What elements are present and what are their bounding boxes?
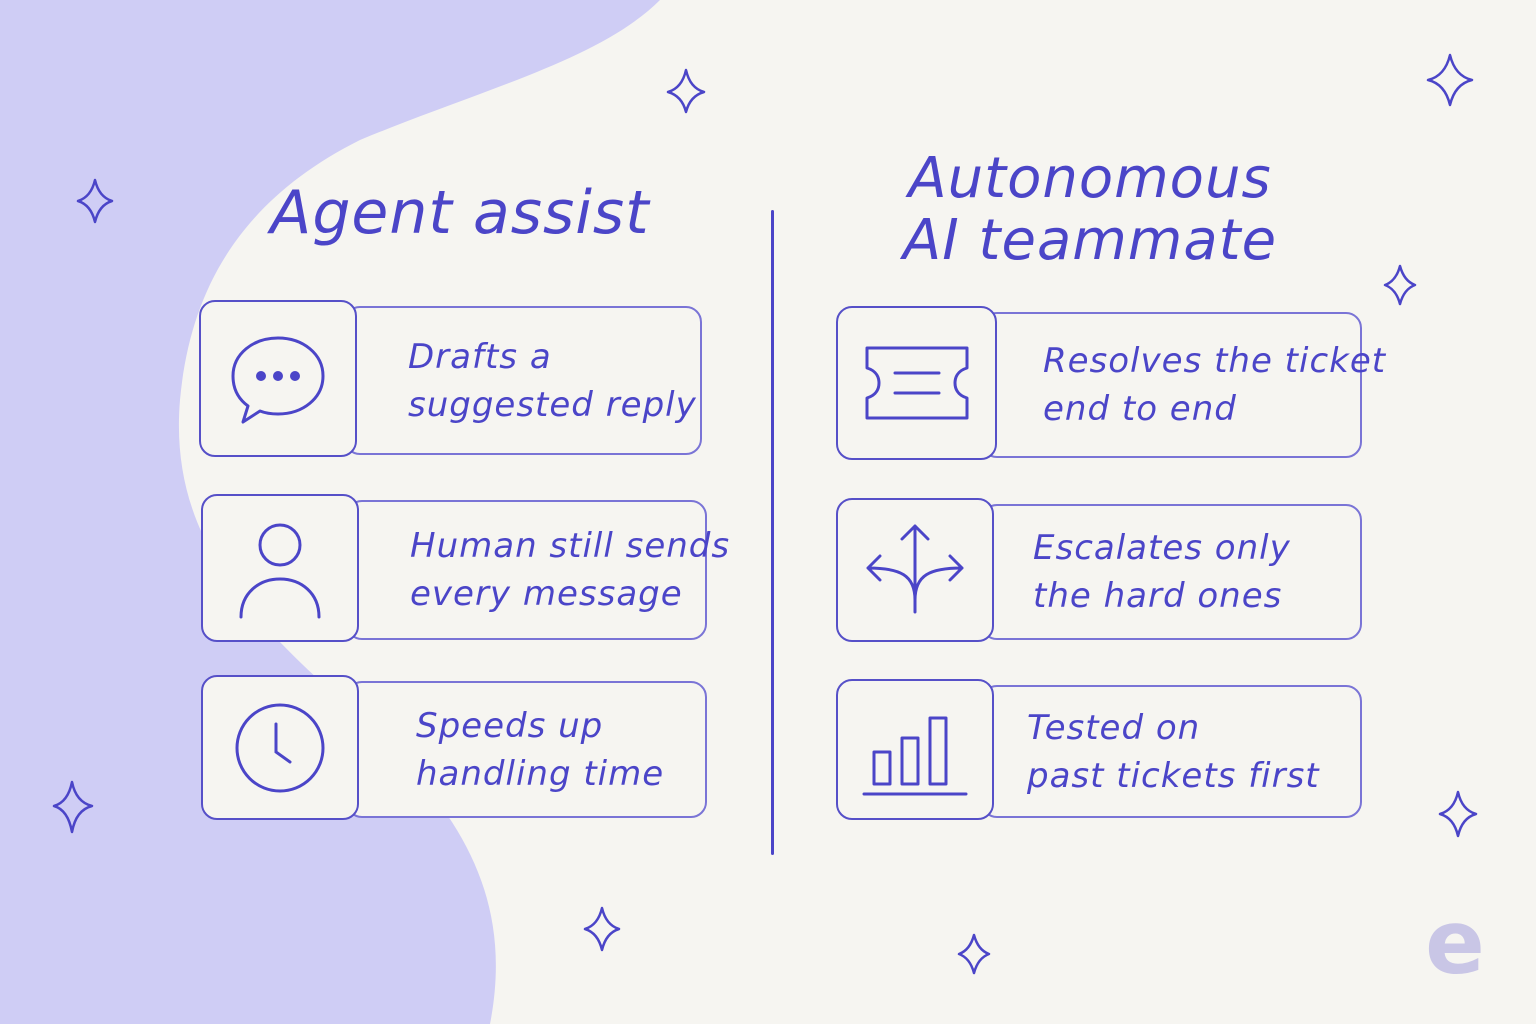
card-text-line: Escalates only — [1033, 528, 1291, 568]
card-icon-box — [836, 679, 994, 820]
sparkle-icon — [76, 178, 114, 224]
card-resolves-ticket: Resolves the ticket end to end — [836, 306, 1387, 460]
logo-e-icon: e — [1425, 891, 1485, 994]
card-text-line: Resolves the ticket — [1043, 341, 1387, 381]
card-text-line: Human still sends — [410, 526, 731, 566]
sparkle-icon — [957, 933, 991, 975]
sparkle-icon — [666, 68, 706, 114]
sparkle-icon — [1383, 264, 1417, 306]
sparkle-icon — [1438, 790, 1478, 838]
card-human-sends: Human still sends every message — [201, 494, 731, 642]
card-escalates: Escalates only the hard ones — [836, 498, 1362, 642]
card-text-line: suggested reply — [408, 384, 697, 425]
person-icon — [239, 523, 321, 619]
column-divider — [771, 210, 774, 855]
sparkle-icon — [1426, 53, 1474, 107]
purple-blob — [0, 0, 660, 1024]
card-tested-on: Tested on past tickets first — [836, 679, 1362, 820]
card-speeds-up: Speeds up handling time — [201, 675, 707, 820]
card-text-box: Drafts a suggested reply — [344, 306, 702, 455]
card-text-line: the hard ones — [1033, 576, 1283, 616]
card-text-box: Speeds up handling time — [346, 681, 707, 818]
card-text-line: Speeds up — [416, 705, 604, 746]
card-text-box: Tested on past tickets first — [981, 685, 1362, 818]
ticket-icon — [865, 346, 968, 420]
card-icon-box — [201, 675, 359, 820]
heading-line: AI teammate — [902, 208, 1278, 273]
clock-icon — [235, 703, 325, 792]
heading-line: Autonomous — [908, 146, 1272, 211]
sparkle-icon — [52, 780, 94, 834]
agent-assist-heading: Agent assist — [270, 178, 650, 248]
autonomous-ai-heading: Autonomous AI teammate — [860, 148, 1320, 272]
card-text-line: past tickets first — [1027, 755, 1320, 796]
bar-chart-icon — [862, 716, 968, 795]
card-icon-box — [836, 306, 997, 460]
card-drafts-reply: Drafts a suggested reply — [199, 300, 702, 457]
card-text-box: Human still sends every message — [346, 500, 731, 640]
card-icon-box — [836, 498, 994, 642]
card-text-line: Tested on — [1027, 707, 1201, 748]
sparkle-icon — [583, 906, 621, 952]
split-arrows-icon — [866, 524, 964, 614]
card-text-line: every message — [410, 574, 683, 614]
card-text-line: end to end — [1043, 389, 1237, 429]
card-icon-box — [201, 494, 359, 642]
card-text-line: handling time — [416, 753, 665, 794]
card-text-box: Resolves the ticket end to end — [981, 312, 1387, 458]
card-text-box: Escalates only the hard ones — [981, 504, 1362, 640]
card-text-line: Drafts a — [408, 336, 552, 377]
chat-bubble-icon — [231, 336, 325, 423]
card-icon-box — [199, 300, 357, 457]
